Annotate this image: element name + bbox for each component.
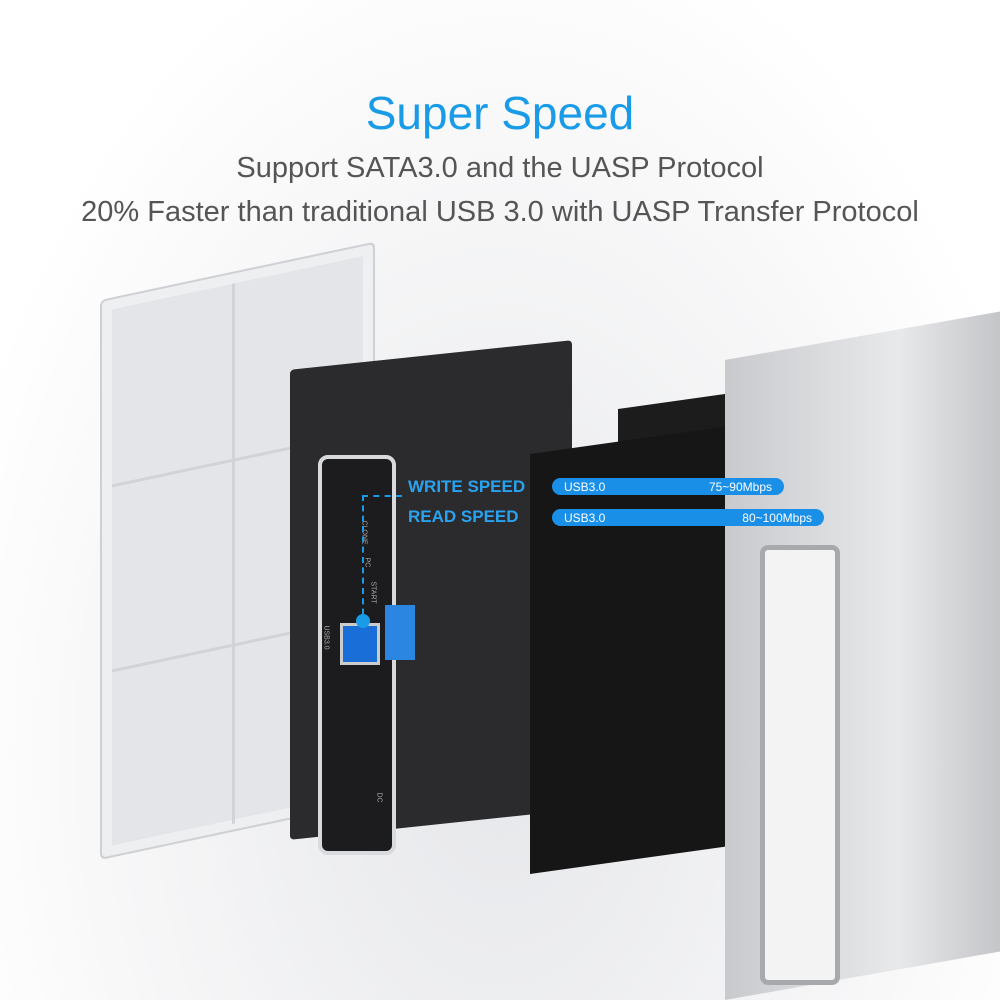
write-speed-value: 75~90Mbps xyxy=(708,479,772,494)
case-window xyxy=(760,545,840,985)
write-interface: USB3.0 xyxy=(564,479,606,494)
read-speed-value: 80~100Mbps xyxy=(742,510,812,525)
subtitle-line-1: Support SATA3.0 and the UASP Protocol xyxy=(236,152,764,184)
callout-line xyxy=(362,495,402,625)
write-speed-bar: USB3.0 75~90Mbps xyxy=(552,478,784,495)
usb-label: USB3.0 xyxy=(322,625,330,650)
callout-dot xyxy=(356,614,370,628)
write-speed-label: WRITE SPEED xyxy=(408,477,526,496)
read-speed-label: READ SPEED xyxy=(408,507,519,526)
read-interface: USB3.0 xyxy=(564,510,606,525)
usb-connector xyxy=(385,605,415,660)
dc-label: DC xyxy=(375,792,383,803)
page-title: Super Speed xyxy=(365,87,635,139)
read-speed-bar: USB3.0 80~100Mbps xyxy=(552,509,824,526)
usb-port-icon xyxy=(340,623,380,665)
subtitle-line-2: 20% Faster than traditional USB 3.0 with… xyxy=(81,196,919,228)
